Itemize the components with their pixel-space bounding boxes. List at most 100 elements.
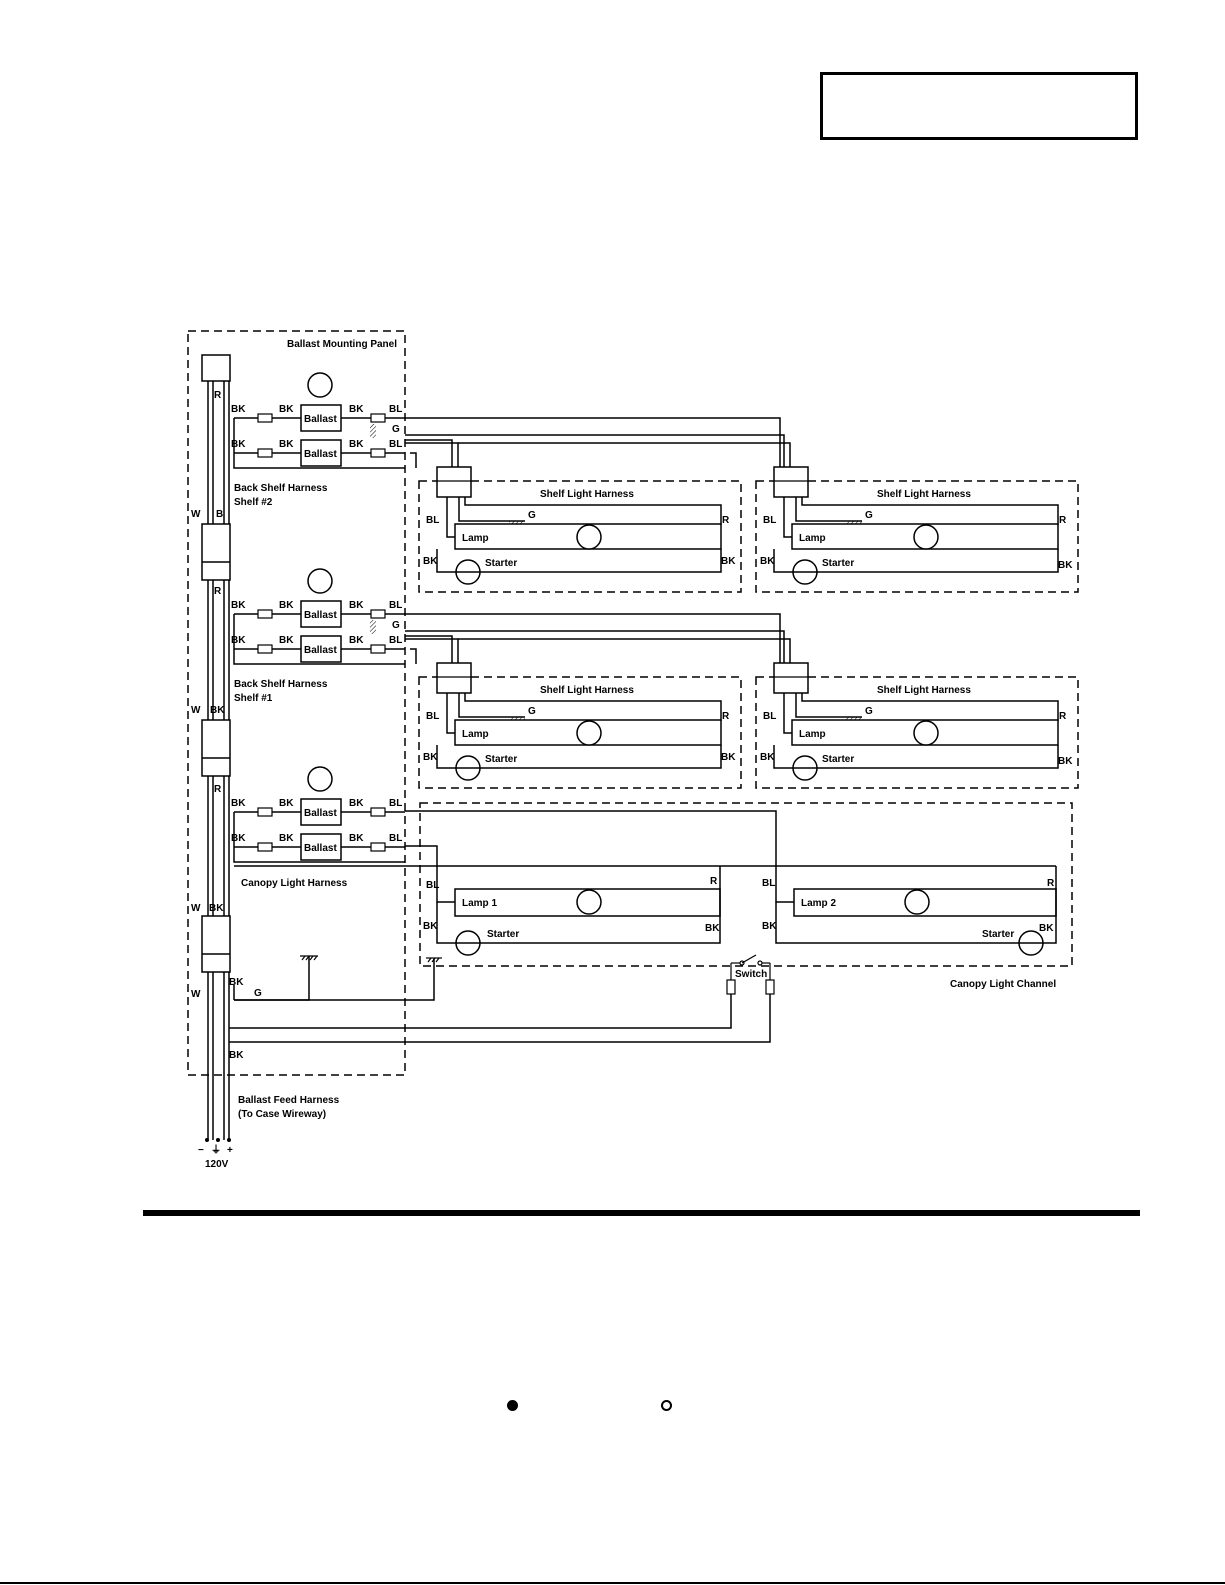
ground-hatch-icon <box>370 620 376 634</box>
wire-label-bl: BL <box>389 833 402 844</box>
ballast-label: Ballast <box>304 808 337 819</box>
wire-label-bk: BK <box>279 635 294 646</box>
starter-label: Starter <box>822 754 854 765</box>
wire-label-r: R <box>214 586 222 597</box>
wire-connector <box>370 807 386 817</box>
ballast-label: Ballast <box>304 645 337 656</box>
back-shelf-1-title-2: Shelf #1 <box>234 693 273 704</box>
lamp-label: Lamp <box>462 729 489 740</box>
wire-label-bk: BK <box>279 439 294 450</box>
terminal-ground-icon: ⏚ <box>211 1144 221 1156</box>
wire-label-r: R <box>1047 878 1055 889</box>
shelf-harness-title: Shelf Light Harness <box>877 489 971 500</box>
wire-label-bk: BK <box>721 556 736 567</box>
harness-labels: Back Shelf Harness Shelf #2 W B Back She… <box>191 483 348 914</box>
wire-label-bk: BK <box>231 600 246 611</box>
ballast <box>300 439 342 467</box>
legend-open-dot-icon <box>661 1400 672 1411</box>
wire-connector <box>257 644 273 654</box>
ballast <box>300 404 342 432</box>
wire-label-bk: BK <box>349 404 364 415</box>
ground-hatch-icon <box>509 717 525 721</box>
wire-connector <box>370 448 386 458</box>
lamp-callout <box>576 524 602 550</box>
wire-label-bk: BK <box>423 556 438 567</box>
connector-top <box>201 354 231 382</box>
ballast-label: Ballast <box>304 843 337 854</box>
starter-label: Starter <box>485 558 517 569</box>
wire-label-bk: BK <box>229 1050 244 1061</box>
shelf-harness-boundary <box>418 480 742 593</box>
wire-label-bl: BL <box>426 880 439 891</box>
ballast-label: Ballast <box>304 610 337 621</box>
wire-label-bk: BK <box>1039 923 1054 934</box>
wire-label-bk: BK <box>760 556 775 567</box>
lamp-label: Lamp <box>462 533 489 544</box>
wire-label-bk: BK <box>349 833 364 844</box>
wire-label-bk: BK <box>231 833 246 844</box>
lamp-label: Lamp <box>799 533 826 544</box>
ground-hatch-icon <box>846 717 862 721</box>
wire-connector <box>257 807 273 817</box>
wire-label-bk: BK <box>279 404 294 415</box>
wire-label-bk: BK <box>1058 560 1073 571</box>
ballast <box>300 635 342 663</box>
wire-label-g: G <box>865 510 873 521</box>
wire-label-bk: BK <box>1058 756 1073 767</box>
lamp-callout <box>913 524 939 550</box>
wire-connector <box>257 413 273 423</box>
wire-label-g: G <box>865 706 873 717</box>
wire-label-bk: BK <box>705 923 720 934</box>
shelf-harness-boundary <box>418 676 742 789</box>
wire-label-g: G <box>254 988 262 999</box>
switch-label: Switch <box>735 969 767 980</box>
lamp-2-label: Lamp 2 <box>801 898 836 909</box>
wire-connector <box>257 609 273 619</box>
connector-canopy <box>201 915 231 973</box>
ballast-callout <box>307 766 333 792</box>
canopy-channel-boundary <box>419 802 1073 967</box>
wire-label-g: G <box>528 510 536 521</box>
wire-label-r: R <box>214 390 222 401</box>
wire-label-bk: BK <box>231 404 246 415</box>
ballast-mounting-panel-boundary <box>187 330 406 1076</box>
back-shelf-1-w: W <box>191 705 201 716</box>
title-box <box>820 72 1138 140</box>
wire-label-bl: BL <box>426 711 439 722</box>
wire-connector <box>257 448 273 458</box>
shelf-harness-title: Shelf Light Harness <box>540 685 634 696</box>
wire-label-g: G <box>392 424 400 435</box>
wire-label-r: R <box>710 876 718 887</box>
harness-plug <box>773 466 809 498</box>
ballast <box>300 600 342 628</box>
wire-connector <box>257 842 273 852</box>
ballast-label: Ballast <box>304 414 337 425</box>
wire-label-r: R <box>722 515 730 526</box>
wire-label-bk: BK <box>349 600 364 611</box>
ballast-mounting-panel-title: Ballast Mounting Panel <box>287 339 397 350</box>
wire-connector <box>370 842 386 852</box>
ballast-callout <box>307 568 333 594</box>
panel-ground-icon <box>300 955 318 961</box>
shelf-harness-title: Shelf Light Harness <box>540 489 634 500</box>
wire-label-g: G <box>392 620 400 631</box>
page-bottom-edge <box>0 1582 1225 1584</box>
connector-shelf2 <box>201 523 231 581</box>
wire-label-bl: BL <box>389 798 402 809</box>
wire-connector <box>370 644 386 654</box>
wire-label-r: R <box>722 711 730 722</box>
wire-label-bl: BL <box>763 711 776 722</box>
harness-plug <box>773 662 809 694</box>
terminal-minus: − <box>198 1145 204 1156</box>
wire-label-r: R <box>1059 711 1067 722</box>
wire-label-bk: BK <box>762 921 777 932</box>
wire-label-bl: BL <box>389 635 402 646</box>
ground-hatch-icon <box>509 521 525 525</box>
terminal-plus: + <box>227 1145 233 1156</box>
canopy-light-channel: Lamp 1 Starter BL R BK BK Lamp 2 Starter… <box>229 802 1073 1043</box>
